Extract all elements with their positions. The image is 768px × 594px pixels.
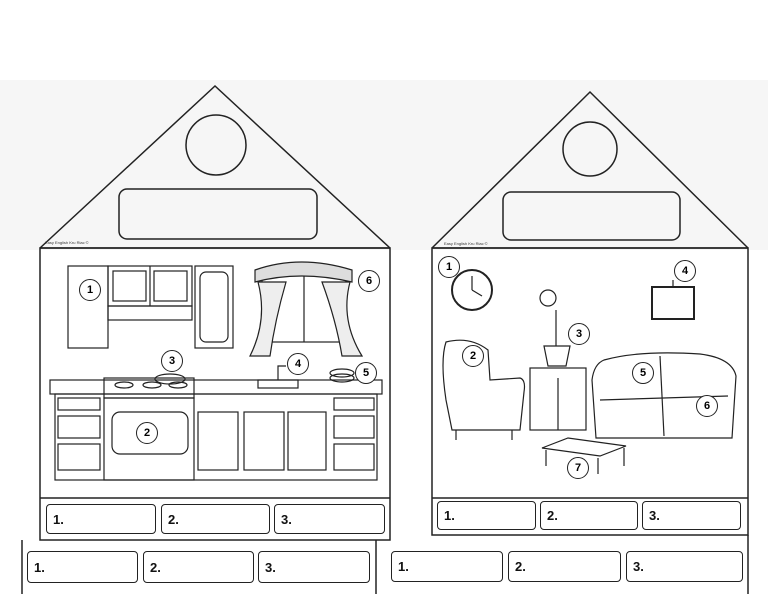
counter-top bbox=[49, 379, 383, 395]
left-roof-circle bbox=[185, 114, 247, 176]
background-band bbox=[0, 80, 768, 250]
left-roof bbox=[39, 84, 391, 249]
left-house-body bbox=[39, 247, 391, 541]
flower-pot bbox=[543, 345, 571, 367]
living-label-2: 2 bbox=[462, 345, 484, 367]
sofa bbox=[591, 352, 737, 439]
left-credit: Easy English Kru Riac © bbox=[45, 240, 89, 245]
coffee-table bbox=[541, 437, 627, 457]
living-label-1: 1 bbox=[438, 256, 460, 278]
kitchen-label-1: 1 bbox=[79, 279, 101, 301]
right-answer-1[interactable]: 1. bbox=[437, 501, 536, 530]
bottom-answer-2[interactable]: 2. bbox=[143, 551, 254, 583]
right-roof-circle bbox=[562, 121, 618, 177]
living-label-7: 7 bbox=[567, 457, 589, 479]
bottom-answer-4[interactable]: 1. bbox=[391, 551, 503, 582]
right-house-body bbox=[431, 247, 749, 536]
living-room-illustration bbox=[442, 269, 737, 474]
right-roof bbox=[431, 90, 749, 249]
right-house bbox=[431, 90, 749, 536]
living-label-6: 6 bbox=[696, 395, 718, 417]
right-answer-3[interactable]: 3. bbox=[642, 501, 741, 530]
flower bbox=[539, 289, 557, 307]
living-label-3: 3 bbox=[568, 323, 590, 345]
kitchen-label-5: 5 bbox=[355, 362, 377, 384]
bottom-answer-5[interactable]: 2. bbox=[508, 551, 621, 582]
right-answer-2[interactable]: 2. bbox=[540, 501, 638, 530]
wall-clock bbox=[451, 269, 493, 311]
bottom-answer-6[interactable]: 3. bbox=[626, 551, 743, 582]
kitchen-label-2: 2 bbox=[136, 422, 158, 444]
curtain-valance bbox=[254, 261, 353, 283]
kitchen-label-3: 3 bbox=[161, 350, 183, 372]
picture-frame bbox=[651, 286, 695, 320]
armchair bbox=[442, 339, 526, 431]
tall-cabinet-right bbox=[194, 265, 234, 349]
kitchen-illustration bbox=[49, 261, 383, 481]
kitchen-label-4: 4 bbox=[287, 353, 309, 375]
sink bbox=[257, 379, 299, 389]
left-roof-label-box[interactable] bbox=[118, 188, 318, 240]
left-answer-3[interactable]: 3. bbox=[274, 504, 385, 534]
left-house bbox=[39, 84, 391, 541]
left-answer-2[interactable]: 2. bbox=[161, 504, 270, 534]
bottom-answer-3[interactable]: 3. bbox=[258, 551, 370, 583]
kitchen-label-6: 6 bbox=[358, 270, 380, 292]
frying-pan bbox=[154, 373, 186, 385]
range-hood bbox=[107, 305, 193, 321]
living-label-5: 5 bbox=[632, 362, 654, 384]
dishes bbox=[329, 373, 355, 383]
oven bbox=[103, 397, 195, 481]
base-cabinets bbox=[54, 393, 378, 481]
right-roof-label-box[interactable] bbox=[502, 191, 681, 241]
bottom-answer-1[interactable]: 1. bbox=[27, 551, 138, 583]
left-answer-1[interactable]: 1. bbox=[46, 504, 156, 534]
right-credit: Easy English Kru Riac © bbox=[444, 241, 488, 246]
living-label-4: 4 bbox=[674, 260, 696, 282]
